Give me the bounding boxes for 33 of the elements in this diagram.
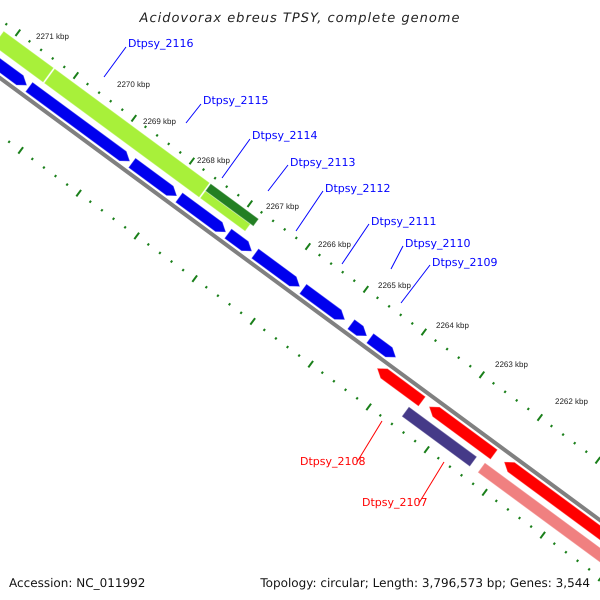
- gene-label: Dtpsy_2107: [362, 496, 428, 509]
- scale-label: 2269 kbp: [143, 117, 176, 127]
- title: Acidovorax ebreus TPSY, complete genome: [138, 10, 462, 28]
- scale-label: 2265 kbp: [378, 281, 411, 291]
- scale-label: 2268 kbp: [197, 156, 230, 166]
- leader-line: [342, 224, 370, 264]
- scale-label: 2271 kbp: [36, 32, 69, 42]
- gene-label: Dtpsy_2114: [252, 129, 318, 142]
- leader-line: [400, 264, 430, 304]
- gene-label: Dtpsy_2110: [405, 237, 471, 250]
- gene-label: Dtpsy_2113: [290, 156, 356, 169]
- scale-label: 2263 kbp: [495, 360, 528, 370]
- gene-label: Dtpsy_2111: [371, 215, 437, 228]
- leader-line: [418, 462, 444, 504]
- footer-text: Accession: NC_011992: [9, 575, 146, 592]
- leader-line: [222, 138, 250, 178]
- footer-text: Topology: circular; Length: 3,796,573 bp; Genes: 3,544: [260, 575, 590, 592]
- leader-line: [390, 246, 404, 270]
- leader-line: [296, 190, 324, 232]
- scale-label: 2264 kbp: [436, 321, 469, 331]
- scale-label: 2262 kbp: [555, 397, 588, 407]
- scale-label: 2267 kbp: [266, 202, 299, 212]
- scale-label: 2270 kbp: [117, 80, 150, 90]
- gene-label: Dtpsy_2112: [325, 182, 391, 195]
- gene-label: Dtpsy_2109: [432, 256, 498, 269]
- leader-line: [268, 164, 288, 192]
- leader-line: [104, 46, 126, 78]
- leader-line: [186, 104, 202, 124]
- gene-label: Dtpsy_2108: [300, 455, 366, 468]
- gene-label: Dtpsy_2115: [203, 94, 269, 107]
- leader-line: [356, 420, 382, 462]
- gene-label: Dtpsy_2116: [128, 37, 194, 50]
- scale-label: 2266 kbp: [318, 240, 351, 250]
